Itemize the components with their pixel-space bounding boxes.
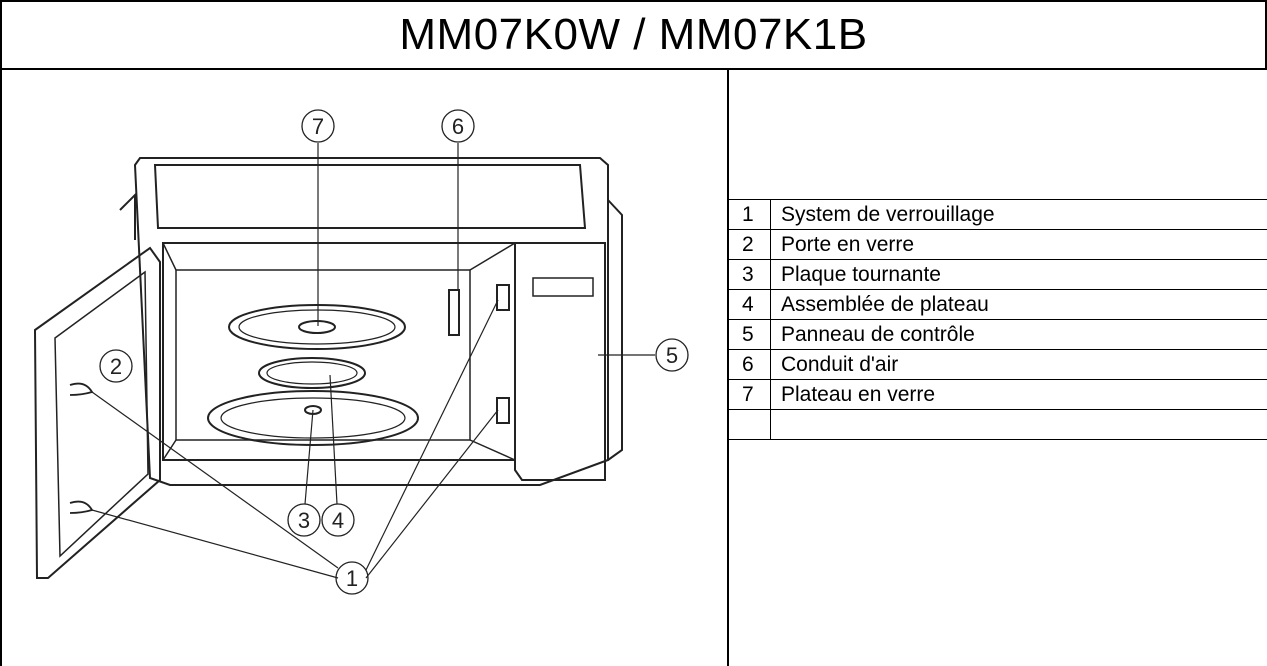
part-number: 3	[727, 259, 771, 290]
part-label: Porte en verre	[770, 229, 1267, 260]
part-number: 4	[727, 289, 771, 320]
turntable	[207, 390, 419, 446]
table-row: 7 Plateau en verre	[727, 379, 1267, 410]
table-row: 4 Assemblée de plateau	[727, 289, 1267, 320]
svg-text:5: 5	[666, 343, 678, 368]
cabinet-outline	[133, 157, 609, 486]
part-number: 1	[727, 199, 771, 230]
svg-text:7: 7	[312, 114, 324, 139]
part-label: Plateau en verre	[770, 379, 1267, 410]
callout-7: 7	[301, 109, 335, 143]
part-number: 7	[727, 379, 771, 410]
door	[33, 246, 161, 579]
part-number: 5	[727, 319, 771, 350]
part-number: 6	[727, 349, 771, 380]
svg-text:4: 4	[332, 508, 344, 533]
svg-text:3: 3	[298, 508, 310, 533]
part-label: Conduit d'air	[770, 349, 1267, 380]
table-row: 2 Porte en verre	[727, 229, 1267, 260]
table-row: 3 Plaque tournante	[727, 259, 1267, 290]
table-row: 5 Panneau de contrôle	[727, 319, 1267, 350]
air-duct	[448, 289, 460, 336]
callout-1: 1	[335, 561, 369, 595]
svg-text:6: 6	[452, 114, 464, 139]
control-panel	[514, 242, 606, 481]
callout-4: 4	[321, 503, 355, 537]
part-number: 2	[727, 229, 771, 260]
callout-5: 5	[655, 338, 689, 372]
microwave-diagram: 7 6 5 2 3 4 1	[33, 109, 689, 595]
parts-legend-table: 1 System de verrouillage 2 Porte en verr…	[727, 199, 1267, 440]
table-row: 6 Conduit d'air	[727, 349, 1267, 380]
glass-plate	[228, 304, 406, 350]
part-label: System de verrouillage	[770, 199, 1267, 230]
part-label: Assemblée de plateau	[770, 289, 1267, 320]
top-panel	[153, 164, 587, 229]
part-label: Panneau de contrôle	[770, 319, 1267, 350]
part-label	[770, 409, 1267, 440]
part-label: Plaque tournante	[770, 259, 1267, 290]
callout-2: 2	[99, 349, 133, 383]
part-number	[727, 409, 771, 440]
table-row: 1 System de verrouillage	[727, 199, 1267, 230]
callout-6: 6	[441, 109, 475, 143]
svg-text:1: 1	[346, 566, 358, 591]
table-row	[727, 409, 1267, 440]
page-title: MM07K0W / MM07K1B	[0, 0, 1267, 70]
roller-ring	[258, 357, 366, 389]
callout-3: 3	[287, 503, 321, 537]
svg-text:2: 2	[110, 354, 122, 379]
